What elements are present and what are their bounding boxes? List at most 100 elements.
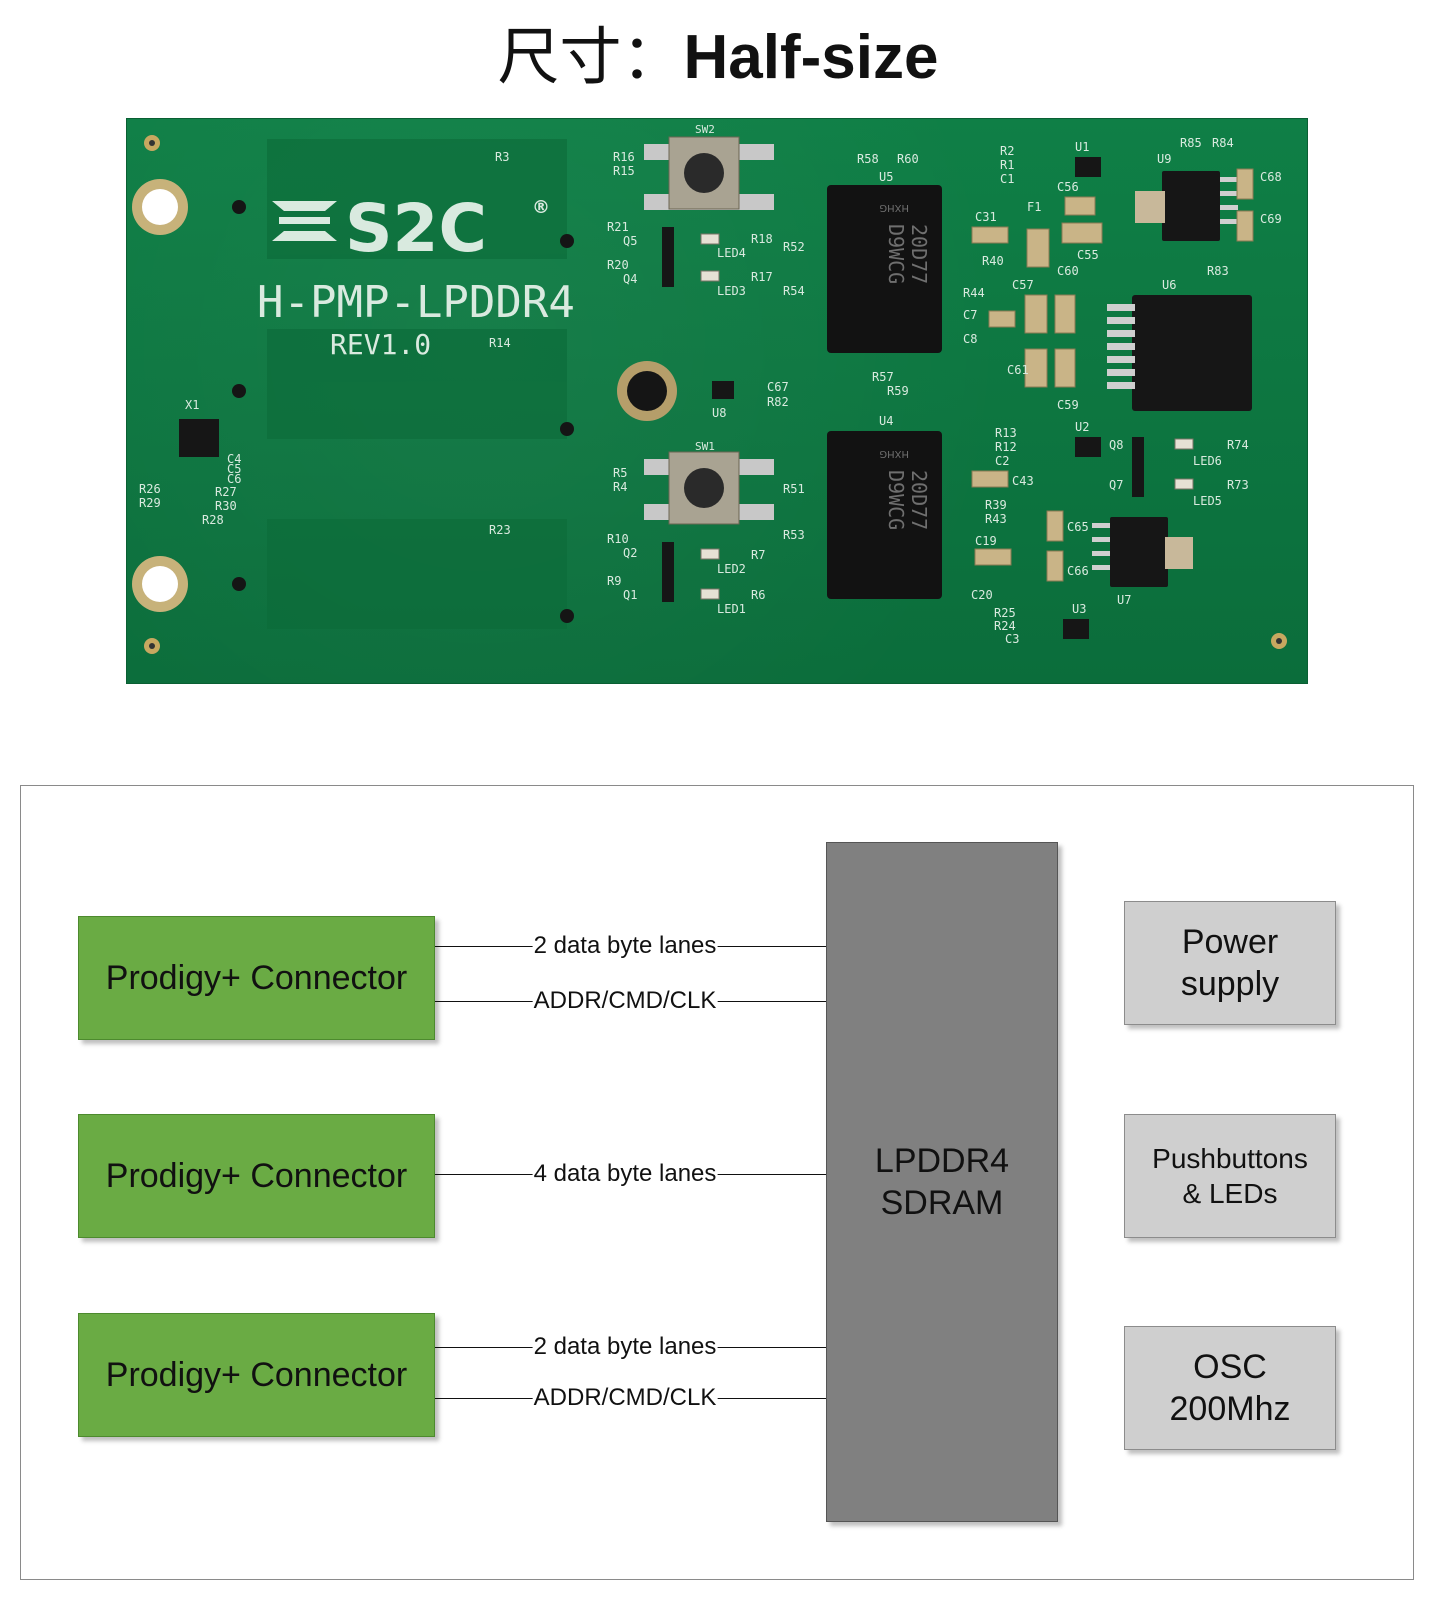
title-english: Half-size [683, 23, 939, 92]
prodigy-connector-2-label: Prodigy+ Connector [105, 1156, 408, 1195]
lpddr4-sdram-label: LPDDR4 SDRAM [874, 1141, 1010, 1223]
link-label-3: 4 data byte lanes [532, 1160, 718, 1187]
oscillator-block: OSC 200Mhz [1124, 1326, 1336, 1450]
ref-q5: Q5 [623, 234, 637, 248]
ref-c6: C6 [227, 472, 241, 486]
ref-f1: F1 [1027, 200, 1041, 214]
ref-led5: LED5 [1193, 494, 1222, 508]
ref-r15: R15 [613, 164, 635, 178]
ref-led2: LED2 [717, 562, 746, 576]
ref-c61: C61 [1007, 363, 1029, 377]
oscillator-label: OSC 200Mhz [1169, 1347, 1291, 1429]
lpddr4-sdram-block: LPDDR4 SDRAM [826, 842, 1058, 1522]
ref-r44: R44 [963, 286, 985, 300]
prodigy-connector-1: Prodigy+ Connector [78, 916, 435, 1040]
chip-line2-u4: D9WCG [884, 470, 908, 530]
ref-r59: R59 [887, 384, 909, 398]
logo-text: S2C [345, 190, 487, 267]
ref-c19: C19 [975, 534, 997, 548]
ref-q7: Q7 [1109, 478, 1123, 492]
ref-r54: R54 [783, 284, 805, 298]
ref-r6: R6 [751, 588, 765, 602]
ref-r25: R25 [994, 606, 1016, 620]
ref-led6: LED6 [1193, 454, 1222, 468]
ref-q2: Q2 [623, 546, 637, 560]
ref-r60: R60 [897, 152, 919, 166]
power-supply-label: Power supply [1180, 922, 1280, 1004]
regulator-u7 [1092, 517, 1193, 587]
board-name: H-PMP-LPDDR4 [257, 277, 575, 328]
ref-r20: R20 [607, 258, 629, 272]
ref-u8: U8 [712, 406, 726, 420]
ref-c68: C68 [1260, 170, 1282, 184]
ref-led1: LED1 [717, 602, 746, 616]
prodigy-connector-3: Prodigy+ Connector [78, 1313, 435, 1437]
ref-q4: Q4 [623, 272, 637, 286]
ref-sw2: SW2 [695, 123, 715, 136]
prodigy-connector-2: Prodigy+ Connector [78, 1114, 435, 1238]
ref-c8: C8 [963, 332, 977, 346]
ref-c1: C1 [1000, 172, 1014, 186]
ref-r1: R1 [1000, 158, 1014, 172]
ref-u3: U3 [1072, 602, 1086, 616]
ref-r21: R21 [607, 220, 629, 234]
via-field [267, 139, 567, 629]
chip-line2-u5: D9WCG [884, 224, 908, 284]
ref-r23: R23 [489, 523, 511, 537]
board-revision: REV1.0 [330, 328, 431, 361]
title-chinese: 尺寸： [497, 20, 684, 93]
ref-r13: R13 [995, 426, 1017, 440]
s2c-logo: S2C ® [272, 190, 550, 267]
ref-r24: R24 [994, 619, 1016, 633]
ref-u2: U2 [1075, 420, 1089, 434]
silkscreen-labels: R3 R14 R23 X1 U5 U4 U1 U9 U6 U2 U7 U3 U8… [139, 136, 1282, 646]
link-label-2: ADDR/CMD/CLK [532, 987, 718, 1014]
ref-c3: C3 [1005, 632, 1019, 646]
regulator-u6 [1107, 295, 1252, 411]
ref-c20: C20 [971, 588, 993, 602]
ref-c31: C31 [975, 210, 997, 224]
ref-c65: C65 [1067, 520, 1089, 534]
ref-c57: C57 [1012, 278, 1034, 292]
power-supply-block: Power supply [1124, 901, 1336, 1025]
ref-u7: U7 [1117, 593, 1131, 607]
ref-q1: Q1 [623, 588, 637, 602]
pushbuttons-leds-label: Pushbuttons & LEDs [1152, 1143, 1308, 1209]
ref-q8: Q8 [1109, 438, 1123, 452]
ref-u9: U9 [1157, 152, 1171, 166]
ref-r53: R53 [783, 528, 805, 542]
ref-r57: R57 [872, 370, 894, 384]
pushbutton-sw1 [644, 451, 774, 525]
ref-r73: R73 [1227, 478, 1249, 492]
ref-r85: R85 [1180, 136, 1202, 150]
ref-r10: R10 [607, 532, 629, 546]
ref-r40: R40 [982, 254, 1004, 268]
ref-r51: R51 [783, 482, 805, 496]
ref-r74: R74 [1227, 438, 1249, 452]
chip-brand-u5: HXHG [879, 202, 909, 213]
ref-r43: R43 [985, 512, 1007, 526]
ref-r84: R84 [1212, 136, 1234, 150]
ref-r28: R28 [202, 513, 224, 527]
mounting-holes [132, 135, 1287, 654]
ref-sw1: SW1 [695, 440, 715, 453]
pushbutton-sw2 [644, 136, 774, 210]
chip-line1-u5: 20D77 [907, 224, 931, 284]
leds [700, 233, 1194, 600]
ref-r83: R83 [1207, 264, 1229, 278]
ref-u6: U6 [1162, 278, 1176, 292]
pushbuttons-leds-block: Pushbuttons & LEDs [1124, 1114, 1336, 1238]
ref-r2: R2 [1000, 144, 1014, 158]
ref-c4: C4 [227, 452, 241, 466]
ref-led4: LED4 [717, 246, 746, 260]
link-label-4: 2 data byte lanes [532, 1333, 718, 1360]
prodigy-connector-3-label: Prodigy+ Connector [105, 1355, 408, 1394]
ref-r9: R9 [607, 574, 621, 588]
pcb-photo: S2C ® H-PMP-LPDDR4 REV1.0 SW2 SW1 HXHG 2… [126, 118, 1308, 684]
ref-c5: C5 [227, 462, 241, 476]
ref-r27: R27 [215, 485, 237, 499]
ref-c2: C2 [995, 454, 1009, 468]
ref-c59: C59 [1057, 398, 1079, 412]
ref-r4: R4 [613, 480, 627, 494]
ref-c66: C66 [1067, 564, 1089, 578]
